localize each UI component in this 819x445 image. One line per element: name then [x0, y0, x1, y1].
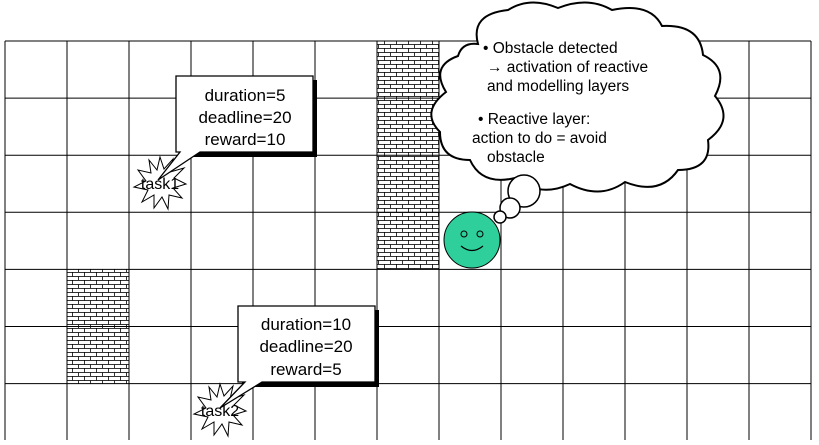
- cloud-bullet2-line3: obstacle: [487, 149, 545, 166]
- cloud-bullet2-line1: • Reactive layer:: [478, 111, 590, 128]
- cloud-bullet1-line2: → activation of reactive: [487, 59, 648, 76]
- task1-marker: task1: [132, 155, 188, 211]
- thought-trail: [493, 174, 541, 224]
- agent: [443, 211, 501, 269]
- task2-deadline: deadline=20: [259, 337, 352, 356]
- thought-bubble-small: [493, 210, 507, 224]
- task2-duration: duration=10: [261, 315, 351, 334]
- task2-callout: duration=10 deadline=20 reward=5: [219, 305, 379, 409]
- cloud-shape: [430, 1, 725, 193]
- task1-reward: reward=10: [205, 130, 286, 149]
- cloud-bullet1-line1: • Obstacle detected: [483, 40, 618, 57]
- thought-bubble-large: [507, 174, 541, 208]
- task1-starburst-icon: [132, 155, 188, 211]
- task2-reward: reward=5: [270, 360, 341, 379]
- smiley-face-icon: [443, 211, 501, 269]
- thought-cloud: • Obstacle detected → activation of reac…: [430, 1, 725, 224]
- cloud-bullet1-line3: and modelling layers: [487, 78, 629, 95]
- task2-label: task2: [201, 403, 239, 420]
- task1-callout: duration=5 deadline=20 reward=10: [157, 75, 317, 181]
- task1-duration: duration=5: [205, 86, 286, 105]
- task1-deadline: deadline=20: [198, 108, 291, 127]
- cloud-bullet2-line2: action to do = avoid: [472, 130, 607, 147]
- task1-label: task1: [141, 176, 179, 193]
